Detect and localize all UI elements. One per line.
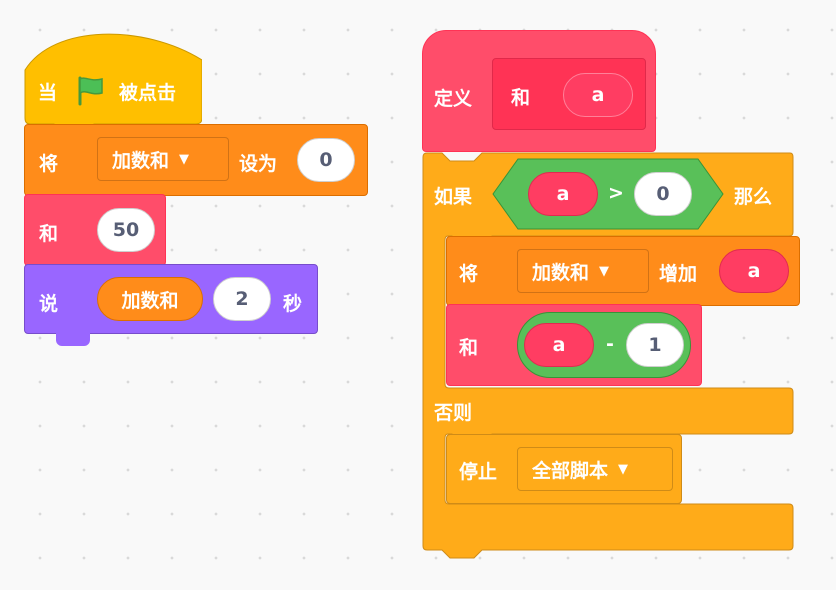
seconds-label: 秒 (283, 293, 303, 315)
by-label: 增加 (659, 263, 698, 285)
set-label: 将 (39, 153, 59, 175)
stop-label: 停止 (459, 461, 498, 483)
set-value-text: 0 (319, 149, 333, 171)
prototype-name: 和 (511, 87, 531, 109)
sum-call-label: 和 (39, 223, 59, 245)
dropdown-arrow-icon: ▼ (618, 461, 629, 477)
say-for-secs-block[interactable]: 说 加数和 2 秒 (24, 264, 318, 334)
cond-left-reporter[interactable]: a (528, 172, 598, 216)
set-variable-block[interactable]: 将 加数和 ▼ 设为 0 (24, 124, 368, 196)
cond-left-text: a (556, 183, 570, 205)
sum-arg-text: 50 (112, 219, 140, 241)
define-label: 定义 (434, 88, 473, 110)
subtract-right-input[interactable]: 1 (626, 323, 684, 367)
when-label: 当 (38, 82, 58, 104)
change-value-text: a (747, 260, 761, 282)
variable-name: 加数和 (112, 149, 170, 172)
variable-dropdown[interactable]: 加数和 ▼ (97, 137, 229, 181)
stop-option-text: 全部脚本 (532, 459, 609, 482)
stop-option-dropdown[interactable]: 全部脚本 ▼ (517, 447, 673, 491)
say-seconds-text: 2 (235, 288, 249, 310)
minus-label: - (606, 333, 614, 355)
to-label: 设为 (239, 153, 278, 175)
else-label: 否则 (434, 402, 473, 424)
say-variable-text: 加数和 (121, 289, 179, 312)
subtract-right-text: 1 (648, 334, 662, 356)
recursive-sum-block[interactable]: 和 a - 1 (446, 304, 702, 386)
set-value-input[interactable]: 0 (297, 138, 355, 182)
change-variable-block[interactable]: 将 加数和 ▼ 增加 a (446, 236, 800, 306)
say-variable-reporter[interactable]: 加数和 (97, 277, 203, 321)
if-label: 如果 (434, 186, 473, 208)
dropdown-arrow-icon: ▼ (179, 151, 190, 167)
if-else-block-shape (422, 152, 794, 559)
define-prototype: 和 a (492, 58, 646, 130)
then-label: 那么 (734, 186, 773, 208)
when-flag-clicked-block[interactable]: 当 被点击 (24, 30, 202, 126)
hat-block-shape (24, 33, 202, 126)
dropdown-arrow-icon: ▼ (599, 263, 610, 279)
param-a-reporter[interactable]: a (563, 73, 633, 117)
param-a-text: a (591, 84, 605, 106)
greater-than-label: > (608, 182, 624, 204)
cond-right-input[interactable]: 0 (634, 172, 692, 216)
change-variable-name: 加数和 (532, 261, 590, 284)
change-variable-dropdown[interactable]: 加数和 ▼ (517, 249, 649, 293)
recursive-call-label: 和 (459, 337, 479, 359)
change-label: 将 (459, 263, 479, 285)
cond-right-text: 0 (656, 183, 670, 205)
call-sum-block[interactable]: 和 50 (24, 194, 166, 266)
say-block-tab (56, 332, 90, 346)
clicked-label: 被点击 (119, 82, 177, 104)
define-block[interactable]: 定义 和 a (422, 30, 658, 156)
say-seconds-input[interactable]: 2 (213, 277, 271, 321)
green-flag-icon (74, 74, 106, 110)
stop-block[interactable]: 停止 全部脚本 ▼ (446, 434, 682, 504)
say-label: 说 (39, 293, 59, 315)
greater-than-condition[interactable]: a > 0 (492, 158, 724, 230)
sum-arg-input[interactable]: 50 (97, 208, 155, 252)
subtract-left-reporter[interactable]: a (524, 323, 594, 367)
subtract-left-text: a (552, 334, 566, 356)
change-value-reporter[interactable]: a (719, 249, 789, 293)
subtract-operator[interactable]: a - 1 (517, 312, 691, 378)
if-else-block[interactable]: 如果 a > 0 那么 将 加数和 ▼ 增加 a 和 a - (422, 152, 800, 562)
